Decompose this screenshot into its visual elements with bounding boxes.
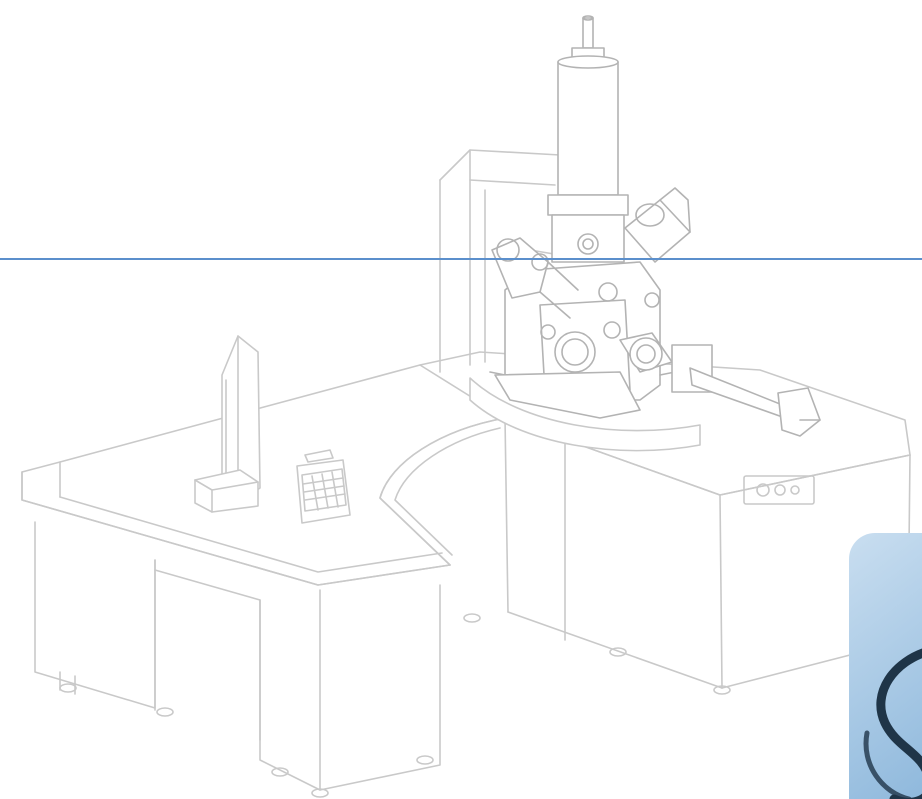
inset-background <box>849 533 922 799</box>
specimen-chamber <box>489 261 676 419</box>
mouse <box>304 449 334 463</box>
detector-port-front-right <box>598 282 673 373</box>
detector-port-upper-right <box>624 187 691 263</box>
detector-port-left <box>491 237 579 319</box>
instrument-back-tower <box>439 149 561 373</box>
desk-left <box>21 364 506 798</box>
inset-photo-corner <box>849 533 922 799</box>
transfer-arm <box>671 344 821 437</box>
keyboard <box>296 459 351 524</box>
accent-divider-line <box>0 258 922 260</box>
electron-column <box>547 15 629 263</box>
stage-cradle <box>469 377 701 452</box>
monitor <box>194 335 261 513</box>
inset-curved-wire <box>876 648 922 799</box>
